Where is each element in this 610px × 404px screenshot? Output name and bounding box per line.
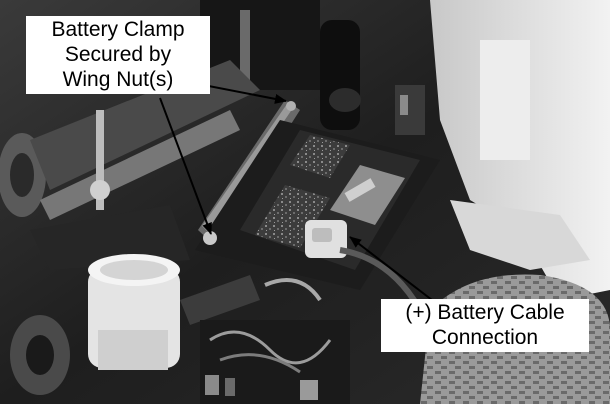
callout-line: (+) Battery Cable bbox=[405, 301, 565, 324]
battery-cable-callout: (+) Battery Cable Connection bbox=[381, 299, 589, 352]
wing-nut bbox=[203, 231, 217, 245]
callout-line: Wing Nut(s) bbox=[62, 68, 174, 91]
callout-line: Battery Clamp bbox=[51, 18, 185, 41]
callout-line: Secured by bbox=[64, 43, 172, 66]
battery-clamp-callout: Battery Clamp Secured by Wing Nut(s) bbox=[26, 16, 210, 94]
callout-line: Connection bbox=[431, 326, 539, 349]
